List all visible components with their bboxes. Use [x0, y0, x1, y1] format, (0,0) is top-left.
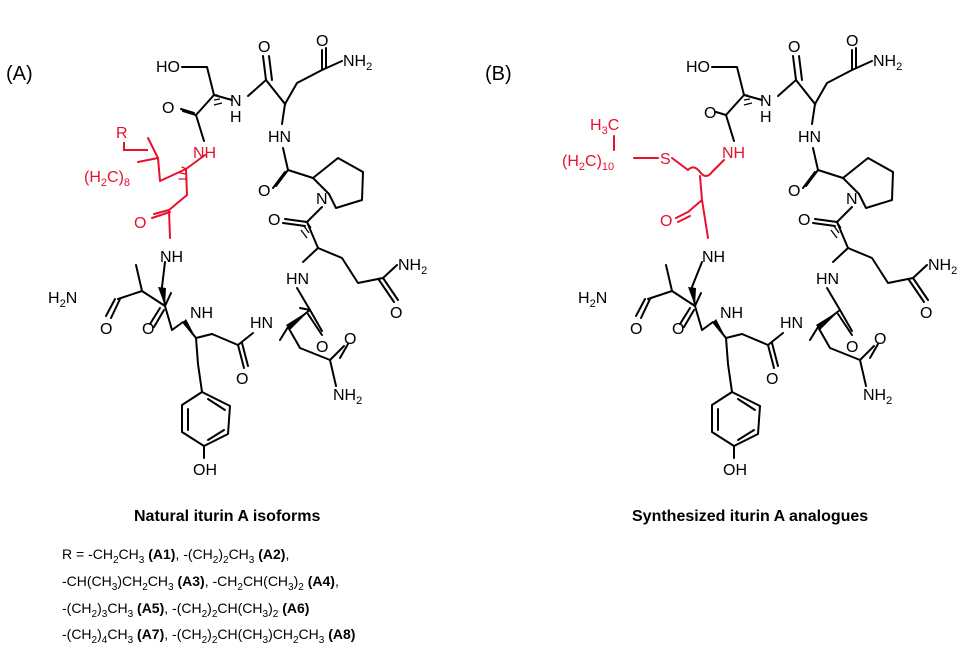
panel-b-caption: Synthesized iturin A analogues [632, 508, 869, 525]
b-o-asn3-side: O [630, 321, 642, 338]
r-group-line: R = -CH2CH3 (A1), -(CH2)2CH3 (A2), [62, 546, 290, 566]
b-n-pro: N [846, 191, 858, 208]
a-o-asn1: O [258, 39, 270, 56]
a-o-gln: O [268, 212, 280, 229]
a-r-group: R [116, 125, 128, 142]
b-o-asn2-side: O [874, 331, 886, 348]
b-nh-ser-n: N [760, 93, 772, 110]
a-oh: OH [193, 462, 217, 479]
a-nh-ser-n: N [230, 93, 242, 110]
b-o-gln-side: O [920, 305, 932, 322]
a-o-asn2-side: O [344, 331, 356, 348]
panel-a-caption: Natural iturin A isoforms [134, 508, 321, 525]
b-nh-link: NH [702, 249, 725, 266]
b-o-asn1-side: O [846, 33, 858, 50]
b-h3c: H3C [590, 117, 619, 137]
b-o-tyr: O [766, 371, 778, 388]
a-red-bracket [123, 142, 148, 151]
a-nh2-asn3: H2N [48, 290, 77, 310]
b-o-asn3: O [672, 321, 684, 338]
r-group-definitions: R = -CH2CH3 (A1), -(CH2)2CH3 (A2), -CH(CH… [62, 544, 355, 651]
b-nh-tyr: NH [720, 305, 743, 322]
panel-a-label: (A) [6, 63, 33, 85]
a-o-asn2: O [316, 339, 328, 356]
panel-a-wedge-bonds [158, 80, 310, 338]
b-o-red: O [660, 213, 672, 230]
a-nh2-gln: NH2 [398, 257, 427, 277]
b-nh2-asn2: NH2 [863, 387, 892, 407]
a-nh2-asn2: NH2 [333, 387, 362, 407]
b-nh-ser-h: H [760, 109, 772, 126]
b-o-ser: O [704, 105, 716, 122]
b-nh2-asn3: H2N [578, 290, 607, 310]
panel-a-structure: (A) [6, 33, 427, 479]
panel-a-hashed-bonds [213, 94, 312, 239]
b-o-asn2: O [846, 339, 858, 356]
a-o-asn3-side: O [100, 321, 112, 338]
r-group-line: -(CH2)3CH3 (A5), -(CH2)2CH(CH3)2 (A6) [62, 599, 310, 620]
b-nh2-gln: NH2 [928, 257, 957, 277]
a-o-gln-side: O [390, 305, 402, 322]
b-o-asn1: O [788, 39, 800, 56]
panel-b-label: (B) [485, 63, 512, 85]
panel-b-hashed-bonds [743, 94, 842, 239]
panel-b-wedge-bonds [688, 80, 840, 338]
panel-b-thio-chain [613, 135, 725, 239]
b-sulfur: S [660, 151, 671, 168]
a-o-asn3: O [142, 321, 154, 338]
a-nh-link: NH [160, 249, 183, 266]
b-o-pro: O [788, 183, 800, 200]
b-nh-red: NH [722, 145, 745, 162]
a-nh-tyr: NH [190, 305, 213, 322]
panel-b-structure: (B) [485, 33, 957, 479]
a-nh-fatty: NH [193, 145, 216, 162]
a-ho: HO [156, 59, 180, 76]
a-nh-ser-h: H [230, 109, 242, 126]
r-group-line: -(CH2)4CH3 (A7), -(CH2)2CH(CH3)CH2CH3 (A… [62, 626, 356, 647]
a-o-pro: O [258, 183, 270, 200]
a-o-ser: O [162, 100, 174, 117]
a-h2c-repeat: (H2C)8 [84, 169, 130, 189]
b-nh2-asn1: NH2 [873, 53, 902, 73]
a-nh2-asn1: NH2 [343, 53, 372, 73]
a-nh-asn2: HN [250, 315, 273, 332]
b-o-gln: O [798, 212, 810, 229]
b-nh-gln: HN [816, 271, 839, 288]
panel-a-fatty-chain [137, 137, 206, 239]
a-o-tyr: O [236, 371, 248, 388]
b-oh: OH [723, 462, 747, 479]
a-nh-gln: HN [286, 271, 309, 288]
r-group-line: -CH(CH3)CH2CH3 (A3), -CH2CH(CH3)2 (A4), [62, 572, 339, 593]
a-o-asn1-side: O [316, 33, 328, 50]
b-h2c-repeat: (H2C)10 [562, 153, 614, 173]
a-n-pro: N [316, 191, 328, 208]
a-nh-asn1: HN [268, 129, 291, 146]
b-nh-asn1: HN [798, 129, 821, 146]
panel-a-black-bonds [105, 47, 399, 459]
b-ho: HO [686, 59, 710, 76]
b-nh-asn2: HN [780, 315, 803, 332]
a-o-fatty: O [134, 215, 146, 232]
